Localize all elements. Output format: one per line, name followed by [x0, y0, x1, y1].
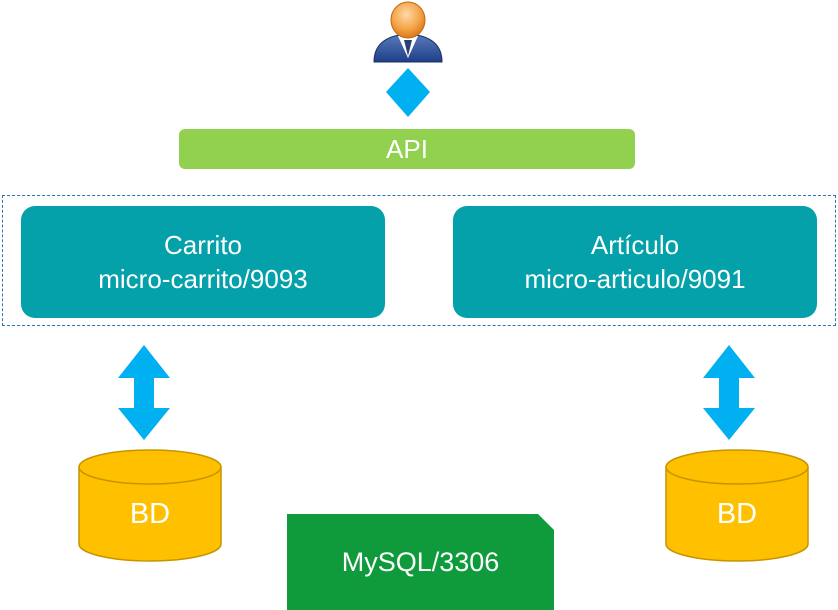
- database-right-label: BD: [716, 498, 758, 530]
- service-carrito: Carrito micro-carrito/9093: [21, 206, 385, 318]
- mysql-label: MySQL/3306: [341, 547, 500, 577]
- service-articulo-endpoint: micro-articulo/9091: [524, 264, 746, 294]
- database-left-icon: [78, 449, 222, 562]
- microservices-group: [2, 195, 836, 326]
- arrow-carrito-db-icon: [118, 345, 170, 440]
- arrow-articulo-db-icon: [703, 345, 755, 440]
- api-gateway: API: [179, 129, 635, 169]
- service-articulo: Artículo micro-articulo/9091: [453, 206, 817, 318]
- service-carrito-endpoint: micro-carrito/9093: [98, 264, 308, 294]
- mysql-box: [287, 514, 554, 610]
- service-carrito-name: Carrito: [163, 230, 242, 260]
- database-left-label: BD: [129, 498, 171, 530]
- service-articulo-name: Artículo: [590, 230, 680, 260]
- arrow-user-api-icon: [386, 68, 430, 117]
- user-icon: [373, 1, 443, 63]
- database-right-icon: [665, 449, 809, 562]
